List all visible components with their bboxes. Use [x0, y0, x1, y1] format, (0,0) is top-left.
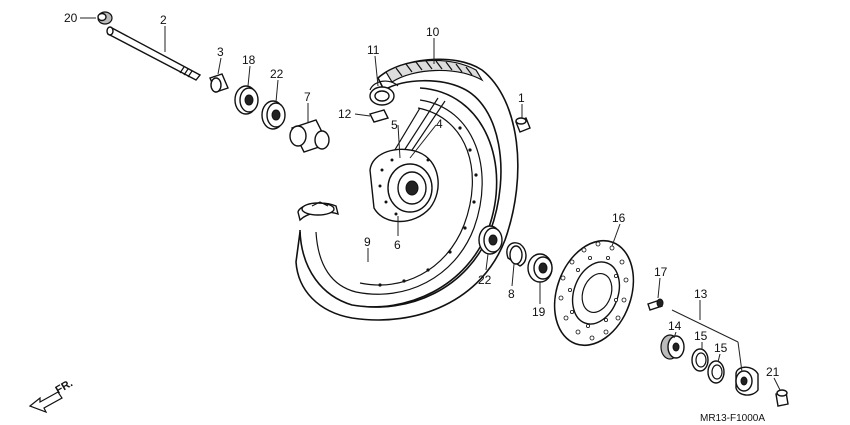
callout-2: 2 [160, 13, 167, 27]
callout-17: 17 [654, 265, 668, 279]
leader-lines [80, 17, 781, 391]
arrow-left-icon [28, 391, 63, 414]
callout-22-lower: 22 [478, 273, 492, 287]
callout-labels: 20 2 3 18 22 7 10 11 12 5 4 1 9 6 22 8 1… [64, 11, 780, 379]
front-direction-arrow: FR. [28, 377, 75, 414]
diagram-code: MR13-F1000A [700, 413, 765, 424]
part-12-rim-band [368, 109, 390, 123]
callout-16: 16 [612, 211, 626, 225]
part-6-hub [369, 148, 439, 223]
callout-19: 19 [532, 305, 546, 319]
callout-3: 3 [217, 45, 224, 59]
part-19-oil-seal [527, 253, 553, 283]
callout-10: 10 [426, 25, 440, 39]
part-21-cap [775, 389, 789, 407]
callout-18: 18 [242, 53, 256, 67]
callout-22-upper: 22 [270, 67, 284, 81]
part-16-brake-disc [553, 239, 635, 347]
callout-8: 8 [508, 287, 515, 301]
part-11-tube [369, 80, 399, 106]
part-13-speedometer-gearbox [735, 366, 759, 396]
part-2-axle [106, 26, 202, 81]
callout-1: 1 [518, 91, 525, 105]
part-22-bearing-upper [261, 100, 286, 130]
part-15-thrust-washer-b [707, 360, 725, 384]
direction-label: FR. [54, 377, 75, 396]
callout-5: 5 [391, 118, 398, 132]
callout-6: 6 [394, 238, 401, 252]
part-22-bearing-lower [478, 225, 503, 255]
part-8-circlip [506, 242, 527, 267]
callout-15-b: 15 [714, 341, 728, 355]
callout-9: 9 [364, 235, 371, 249]
callout-21: 21 [766, 365, 780, 379]
part-17-disc-bolt [647, 298, 664, 311]
part-10-tire [295, 58, 519, 321]
part-15-thrust-washer-a [691, 348, 709, 372]
part-18-bearing [234, 85, 259, 115]
callout-11: 11 [367, 43, 380, 57]
part-1-valve-cap [515, 117, 531, 133]
part-20-axle-nut [97, 11, 113, 25]
part-3-collar [209, 73, 229, 93]
callout-13: 13 [694, 287, 708, 301]
callout-20: 20 [64, 11, 78, 25]
callout-14: 14 [668, 319, 682, 333]
part-14-speedometer-gear [660, 334, 685, 360]
part-7-distance-collar [289, 119, 330, 153]
callout-15-a: 15 [694, 329, 708, 343]
callout-7: 7 [304, 90, 311, 104]
callout-4: 4 [436, 117, 443, 131]
callout-12: 12 [338, 107, 352, 121]
